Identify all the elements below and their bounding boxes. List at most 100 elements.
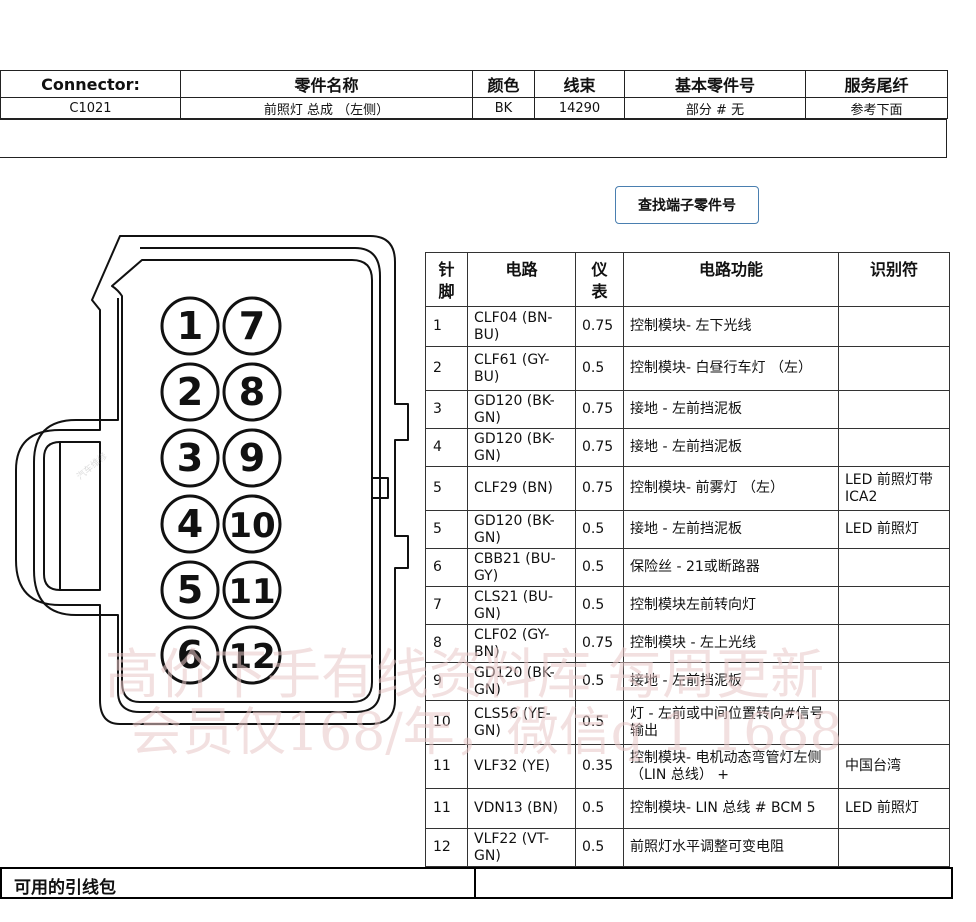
connector-pin: 7 [222,296,282,356]
connector-header-table: Connector: 零件名称 颜色 线束 基本零件号 服务尾纤 C1021 前… [0,70,948,119]
header-blank-row [0,119,947,158]
function-cell: 控制模块- 白昼行车灯 （左） [623,346,839,391]
pin-circle [160,362,220,422]
gauge-cell: 0.75 [575,428,624,467]
identifier-cell [838,306,950,347]
connector-pin: 11 [222,560,282,620]
circuit-cell: VLF32 (YE) [467,744,576,789]
pin-circle [222,428,282,488]
gauge-cell: 0.75 [575,306,624,347]
gauge-cell: 0.5 [575,510,624,549]
pin-cell: 10 [425,700,468,745]
function-cell: 灯 - 左前或中间位置转向#信号输出 [623,700,839,745]
gauge-cell: 0.75 [575,466,624,511]
pin-number: 10 [228,506,275,546]
identifier-cell [838,428,950,467]
identifier-cell [838,624,950,663]
gauge-cell: 0.5 [575,586,624,625]
pin-cell: 4 [425,428,468,467]
header-connector: Connector: [0,70,181,98]
gauge-cell: 0.5 [575,548,624,587]
pin-circle [222,296,282,356]
function-cell: 控制模块- LIN 总线 # BCM 5 [623,788,839,829]
circuit-cell: CLF02 (GY-BN) [467,624,576,663]
circuit-cell: CLS21 (BU-GN) [467,586,576,625]
pin-number: 6 [177,633,203,677]
circuit-cell: VLF22 (VT-GN) [467,828,576,867]
identifier-cell [838,346,950,391]
gauge-cell: 0.75 [575,390,624,429]
pin-number: 4 [177,502,203,546]
circuit-cell: VDN13 (BN) [467,788,576,829]
pin-cell: 11 [425,788,468,829]
identifier-cell: LED 前照灯带 ICA2 [838,466,950,511]
header-part-name: 零件名称 [180,70,473,98]
function-cell: 控制模块- 电机动态弯管灯左侧 （LIN 总线） + [623,744,839,789]
pin-number: 11 [228,572,275,612]
circuit-cell: CBB21 (BU-GY) [467,548,576,587]
value-color: BK [472,97,535,119]
header-row: Connector: 零件名称 颜色 线束 基本零件号 服务尾纤 [0,70,948,98]
circuit-cell: CLF29 (BN) [467,466,576,511]
circuit-cell: CLF61 (GY-BU) [467,346,576,391]
connector-pin: 5 [160,560,220,620]
col-identifier: 识别符 [838,252,950,307]
pin-number: 9 [239,436,265,480]
circuit-cell: CLF04 (BN-BU) [467,306,576,347]
col-circuit: 电路 [467,252,576,307]
connector-pin: 2 [160,362,220,422]
identifier-cell [838,548,950,587]
watermark-line-2: 会员仅168/年，微信q 1 1688 [130,703,843,763]
pin-number: 8 [239,370,265,414]
gauge-cell: 0.5 [575,788,624,829]
identifier-cell: LED 前照灯 [838,510,950,549]
header-pigtail: 服务尾纤 [805,70,948,98]
function-cell: 控制模块- 前雾灯 （左） [623,466,839,511]
watermark-line-1: 高价下手有线资料库 每周更新 [105,643,825,706]
header-base-part: 基本零件号 [624,70,806,98]
circuit-cell: GD120 (BK-GN) [467,390,576,429]
identifier-cell [838,828,950,867]
available-pigtail-label: 可用的引线包 [14,878,116,898]
connector-pin: 12 [222,625,282,685]
pin-number: 5 [177,568,203,612]
function-cell: 控制模块左前转向灯 [623,586,839,625]
circuit-cell: GD120 (BK-GN) [467,662,576,701]
pin-cell: 5 [425,466,468,511]
bottom-divider [474,867,476,899]
circuit-cell: GD120 (BK-GN) [467,428,576,467]
pin-circle [222,494,282,554]
pin-number: 2 [177,370,203,414]
col-function: 电路功能 [623,252,839,307]
available-pigtail-bar [0,867,953,899]
pin-circle [222,625,282,685]
connector-housing-outer [15,235,409,725]
pin-cell: 3 [425,390,468,429]
pin-circle [160,494,220,554]
pin-circle [222,560,282,620]
stamp-mark: 汽车维修 [74,450,109,482]
circuit-cell: CLS56 (YE-GN) [467,700,576,745]
identifier-cell [838,700,950,745]
find-terminal-part-button[interactable]: 查找端子零件号 [615,186,759,224]
value-pigtail[interactable]: 参考下面 [805,97,948,119]
col-pin: 针 脚 [425,252,468,307]
gauge-cell: 0.5 [575,346,624,391]
identifier-cell [838,586,950,625]
function-cell: 接地 - 左前挡泥板 [623,390,839,429]
identifier-cell [838,662,950,701]
identifier-cell: LED 前照灯 [838,788,950,829]
function-cell: 保险丝 - 21或断路器 [623,548,839,587]
connector-pin: 3 [160,428,220,488]
gauge-cell: 0.5 [575,828,624,867]
pin-circle [160,560,220,620]
